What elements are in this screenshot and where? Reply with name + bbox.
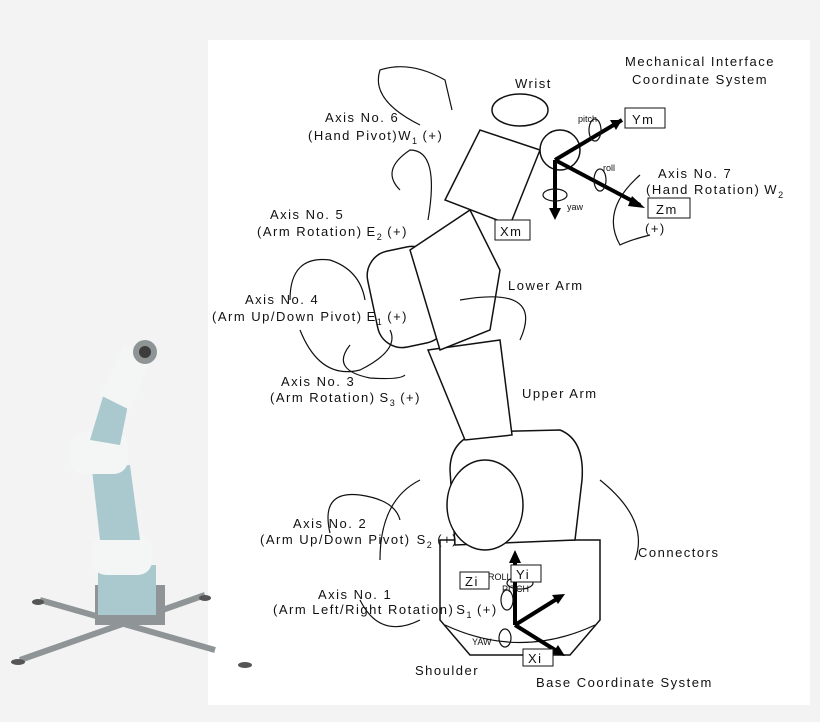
svg-text:(Hand Pivot)W1(+): (Hand Pivot)W1(+) bbox=[308, 128, 443, 146]
label-roll-base: ROLL bbox=[488, 572, 512, 582]
svg-text:Axis No. 3: Axis No. 3 bbox=[281, 374, 355, 389]
label-connectors: Connectors bbox=[638, 545, 719, 560]
label-pitch: pitch bbox=[578, 114, 597, 124]
robot-line-drawing bbox=[366, 93, 601, 656]
mech-title-line1: Mechanical Interface bbox=[625, 54, 775, 69]
svg-text:Axis No. 5: Axis No. 5 bbox=[270, 207, 344, 222]
svg-text:(Arm Up/Down Pivot)S2(+): (Arm Up/Down Pivot)S2(+) bbox=[260, 532, 458, 550]
svg-text:(Hand Rotation)W2: (Hand Rotation)W2 bbox=[646, 182, 785, 200]
label-zm: Zm bbox=[656, 202, 678, 217]
axis-6-label: Axis No. 6 (Hand Pivot)W1(+) bbox=[308, 110, 443, 146]
svg-text:(Arm Left/Right Rotation)S1(+): (Arm Left/Right Rotation)S1(+) bbox=[273, 602, 498, 620]
axis-3-label: Axis No. 3 (Arm Rotation)S3(+) bbox=[270, 374, 421, 408]
axis-4-label: Axis No. 4 (Arm Up/Down Pivot)E1(+) bbox=[212, 292, 408, 327]
robot-photo bbox=[11, 340, 252, 668]
label-base-coordinate-system: Base Coordinate System bbox=[536, 675, 713, 690]
axis-7-label: Axis No. 7 (Hand Rotation)W2 (+) bbox=[645, 166, 785, 236]
svg-text:Axis No. 4: Axis No. 4 bbox=[245, 292, 319, 307]
label-lower-arm: Lower Arm bbox=[508, 278, 584, 293]
label-wrist: Wrist bbox=[515, 76, 552, 91]
axis-2-label: Axis No. 2 (Arm Up/Down Pivot)S2(+) bbox=[260, 516, 458, 550]
svg-text:(Arm Up/Down Pivot)E1(+): (Arm Up/Down Pivot)E1(+) bbox=[212, 309, 408, 327]
label-xm: Xm bbox=[500, 224, 523, 239]
axis-1-label: Axis No. 1 (Arm Left/Right Rotation)S1(+… bbox=[273, 587, 498, 620]
label-pitch-base: PITCH bbox=[502, 584, 529, 594]
label-shoulder: Shoulder bbox=[415, 663, 479, 678]
rotation-arrows bbox=[289, 66, 651, 628]
label-zi: Zi bbox=[465, 574, 479, 589]
svg-text:Axis No. 6: Axis No. 6 bbox=[325, 110, 399, 125]
label-roll: roll bbox=[603, 163, 615, 173]
svg-text:Axis No. 2: Axis No. 2 bbox=[293, 516, 367, 531]
label-yi: Yi bbox=[516, 567, 530, 582]
label-yaw-base: YAW bbox=[472, 637, 492, 647]
label-ym: Ym bbox=[632, 112, 655, 127]
svg-text:Axis No. 7: Axis No. 7 bbox=[658, 166, 732, 181]
axis-5-label: Axis No. 5 (Arm Rotation)E2(+) bbox=[257, 207, 408, 242]
svg-text:(+): (+) bbox=[645, 221, 666, 236]
svg-text:(Arm Rotation)S3(+): (Arm Rotation)S3(+) bbox=[270, 390, 421, 408]
label-upper-arm: Upper Arm bbox=[522, 386, 598, 401]
label-xi: Xi bbox=[528, 651, 543, 666]
mechanical-coordinate-axes bbox=[542, 118, 645, 220]
mech-title-line2: Coordinate System bbox=[632, 72, 768, 87]
axis-label-boxes bbox=[459, 107, 691, 667]
svg-text:Axis No. 1: Axis No. 1 bbox=[318, 587, 392, 602]
label-yaw: yaw bbox=[567, 202, 584, 212]
svg-text:(Arm Rotation)E2(+): (Arm Rotation)E2(+) bbox=[257, 224, 408, 242]
